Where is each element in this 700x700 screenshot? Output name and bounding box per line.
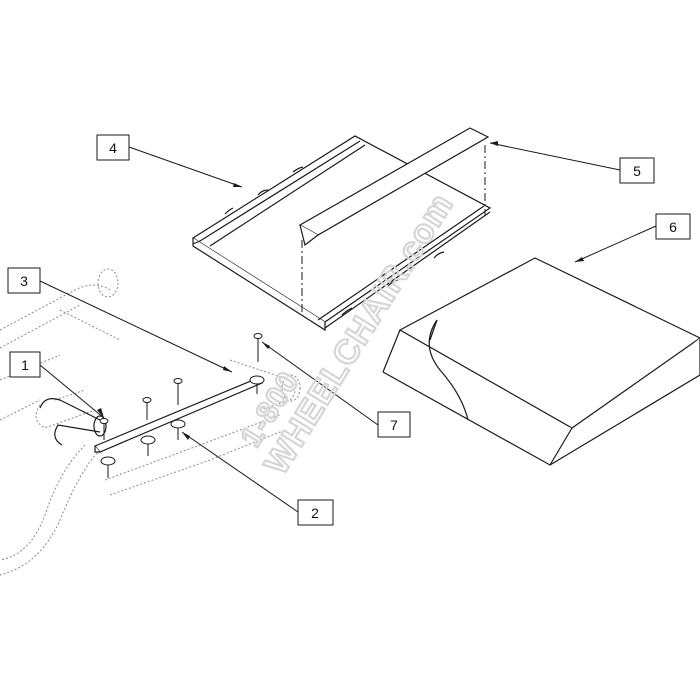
leader-arrowheads bbox=[97, 141, 584, 440]
callout-7-label: 7 bbox=[390, 417, 398, 433]
frame-tube bbox=[39, 398, 107, 446]
callout-3-label: 3 bbox=[20, 273, 28, 289]
callout-7: 7 bbox=[377, 411, 411, 438]
callout-4-label: 4 bbox=[109, 140, 117, 156]
callout-1-label: 1 bbox=[21, 357, 29, 373]
callout-6-label: 6 bbox=[669, 219, 677, 235]
callout-4: 4 bbox=[96, 134, 130, 161]
callout-5-label: 5 bbox=[633, 163, 641, 179]
callout-5: 5 bbox=[619, 157, 655, 184]
alignment-lines bbox=[301, 145, 486, 312]
callout-2: 2 bbox=[297, 499, 334, 526]
cover-strip bbox=[298, 127, 490, 247]
washers bbox=[100, 375, 265, 478]
callout-6: 6 bbox=[655, 213, 691, 240]
screw-tall bbox=[253, 333, 263, 362]
screws-small bbox=[99, 378, 183, 440]
leader-lines bbox=[39, 142, 657, 513]
callout-2-label: 2 bbox=[311, 505, 319, 521]
seat-pan bbox=[191, 135, 492, 332]
callout-1: 1 bbox=[9, 351, 41, 378]
cushion bbox=[382, 257, 700, 466]
callout-3: 3 bbox=[7, 267, 41, 294]
